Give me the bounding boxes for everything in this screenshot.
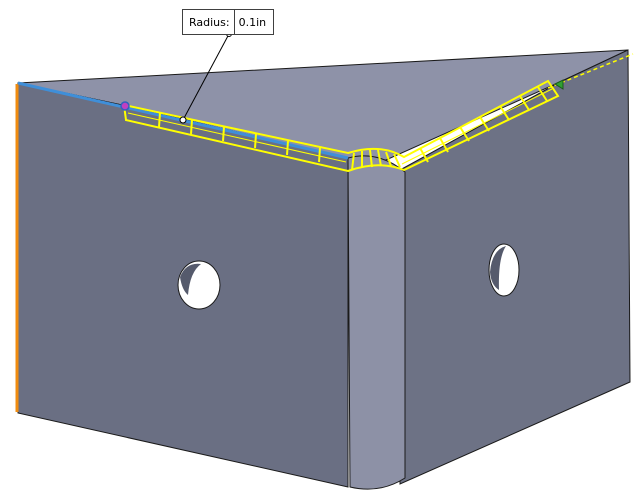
edge-start-handle-icon[interactable] xyxy=(120,101,130,111)
hole-front-inner xyxy=(180,263,201,295)
fillet-preview xyxy=(122,79,560,173)
radius-callout[interactable]: Radius: 0.1in xyxy=(182,9,275,35)
edge-end-handle-icon[interactable] xyxy=(553,79,564,90)
bend-face[interactable] xyxy=(347,155,406,490)
radius-value[interactable]: 0.1in xyxy=(238,15,267,29)
radius-label: Radius: xyxy=(183,10,235,34)
hole-side-inner xyxy=(490,246,506,290)
leader-point-icon xyxy=(179,116,187,124)
callout-leader xyxy=(182,33,230,121)
